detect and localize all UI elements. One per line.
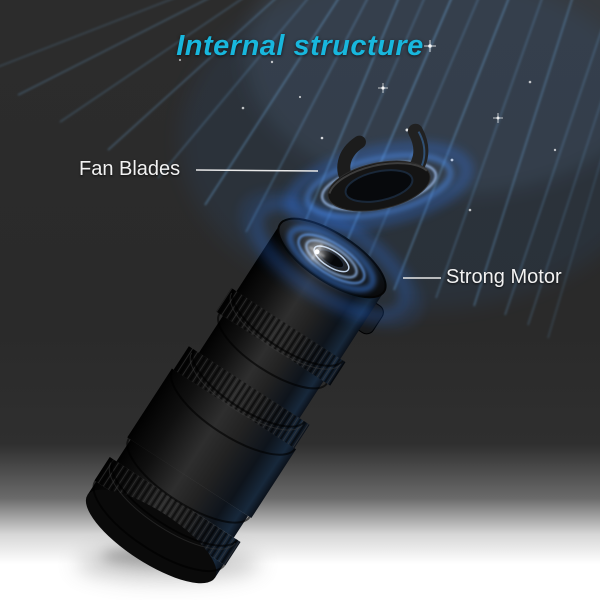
fan-body-cylinder (85, 193, 420, 584)
page-title: Internal structure (176, 30, 424, 62)
fan-blades-pointer-line (195, 169, 319, 172)
fan-blades-label: Fan Blades (79, 158, 181, 180)
strong-motor-label: Strong Motor (446, 266, 562, 288)
fan-blades-graphic (287, 123, 471, 228)
